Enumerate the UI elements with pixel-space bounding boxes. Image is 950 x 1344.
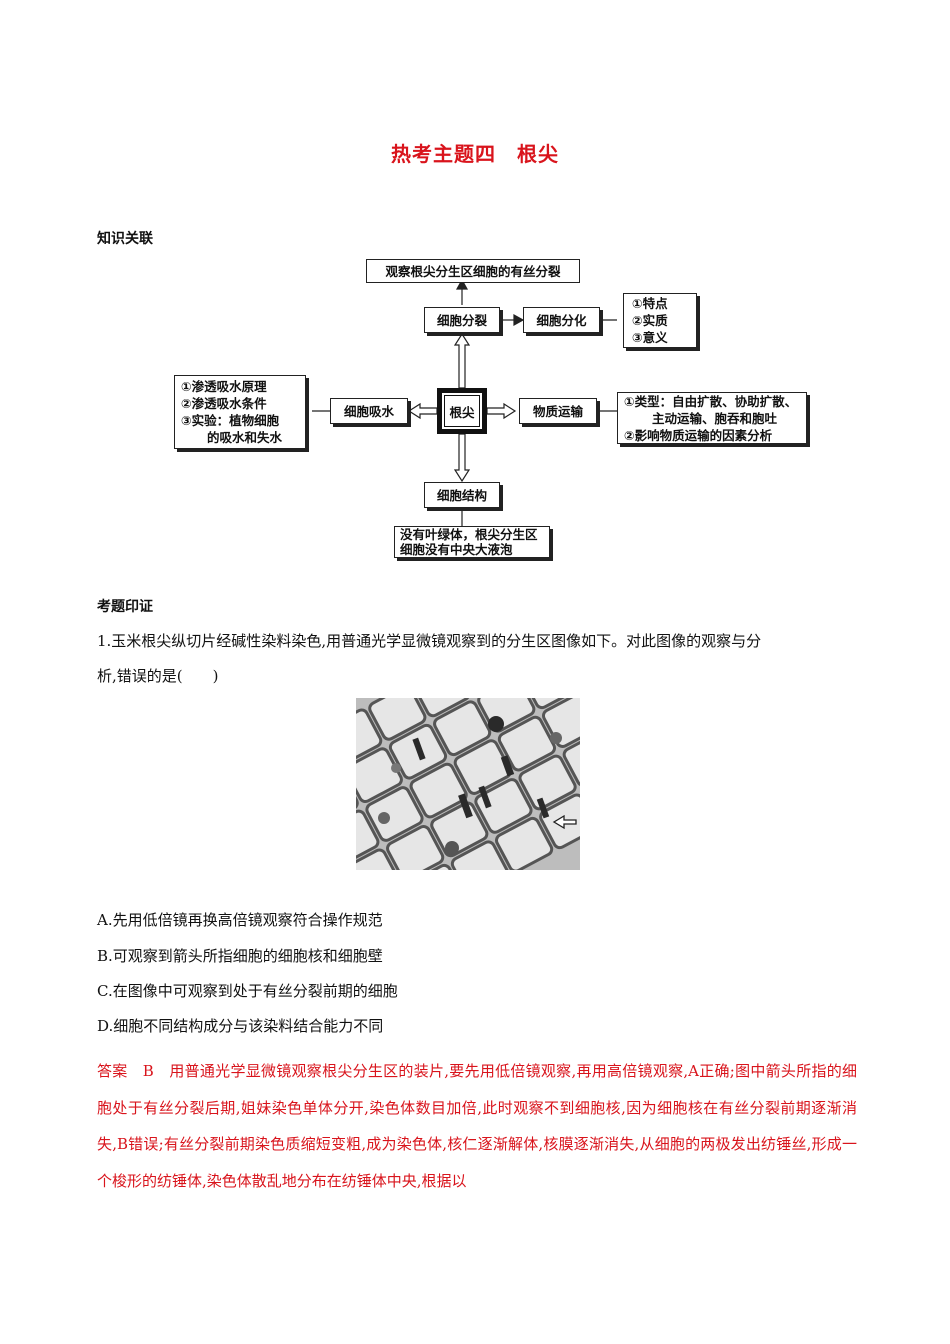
arrow-down-structure — [453, 433, 471, 483]
section-heading-knowledge: 知识关联 — [97, 231, 153, 247]
box-cell-division: 细胞分裂 — [424, 307, 500, 333]
question-stem-line2: 析,错误的是( ) — [97, 667, 219, 685]
absorb-point-3b: 的吸水和失水 — [207, 430, 283, 445]
box-cell-absorption: 细胞吸水 — [330, 398, 408, 424]
arrow-left-absorb — [407, 402, 438, 420]
box-cell-structure: 细胞结构 — [424, 482, 500, 508]
box-absorption-points: ①渗透吸水原理 ②渗透吸水条件 ③实验：植物细胞 的吸水和失水 — [174, 375, 306, 449]
absorb-point-2: ②渗透吸水条件 — [181, 396, 267, 411]
box-root-tip: 根尖 — [437, 388, 487, 434]
diff-point-1: ①特点 — [632, 296, 668, 311]
diff-point-2: ②实质 — [632, 313, 668, 328]
arrow-right-transport — [486, 402, 517, 420]
section-heading-exam: 考题印证 — [97, 599, 153, 615]
absorb-point-1: ①渗透吸水原理 — [181, 379, 267, 394]
arrow-up-root — [453, 332, 471, 389]
box-transport: 物质运输 — [519, 398, 597, 424]
structure-point-1: 没有叶绿体，根尖分生区 — [400, 527, 538, 542]
arrow-right-diff — [513, 313, 525, 327]
answer-explanation: 答案 B 用普通光学显微镜观察根尖分生区的装片,要先用低倍镜观察,再用高倍镜观察… — [97, 1062, 857, 1190]
page-title: 热考主题四 根尖 — [391, 142, 559, 166]
root-tip-label: 根尖 — [449, 404, 475, 420]
diff-point-3: ③意义 — [632, 330, 668, 345]
transport-point-1: ①类型：自由扩散、协助扩散、 — [624, 394, 798, 409]
option-b: B.可观察到箭头所指细胞的细胞核和细胞壁 — [97, 947, 383, 965]
option-d: D.细胞不同结构成分与该染料结合能力不同 — [97, 1017, 384, 1035]
question-stem-line1: 1.玉米根尖纵切片经碱性染料染色,用普通光学显微镜观察到的分生区图像如下。对此图… — [97, 632, 762, 650]
option-a: A.先用低倍镜再换高倍镜观察符合操作规范 — [97, 911, 383, 929]
structure-point-2: 细胞没有中央大液泡 — [400, 542, 513, 557]
micrograph-image — [356, 698, 580, 870]
box-differentiation-points: ①特点 ②实质 ③意义 — [623, 293, 697, 348]
transport-point-2: ②影响物质运输的因素分析 — [624, 428, 773, 443]
micrograph-arrow — [552, 814, 577, 830]
box-structure-points: 没有叶绿体，根尖分生区 细胞没有中央大液泡 — [394, 526, 550, 558]
box-observe-mitosis: 观察根尖分生区细胞的有丝分裂 — [366, 259, 580, 283]
option-c: C.在图像中可观察到处于有丝分裂前期的细胞 — [97, 982, 398, 1000]
absorb-point-3: ③实验：植物细胞 — [181, 413, 280, 428]
box-cell-differentiation: 细胞分化 — [523, 307, 600, 333]
transport-point-1b: 主动运输、胞吞和胞吐 — [652, 411, 778, 426]
arrow-up-top — [455, 278, 469, 290]
box-transport-points: ①类型：自由扩散、协助扩散、 主动运输、胞吞和胞吐 ②影响物质运输的因素分析 — [617, 392, 807, 444]
diagram-connectors — [312, 278, 617, 526]
